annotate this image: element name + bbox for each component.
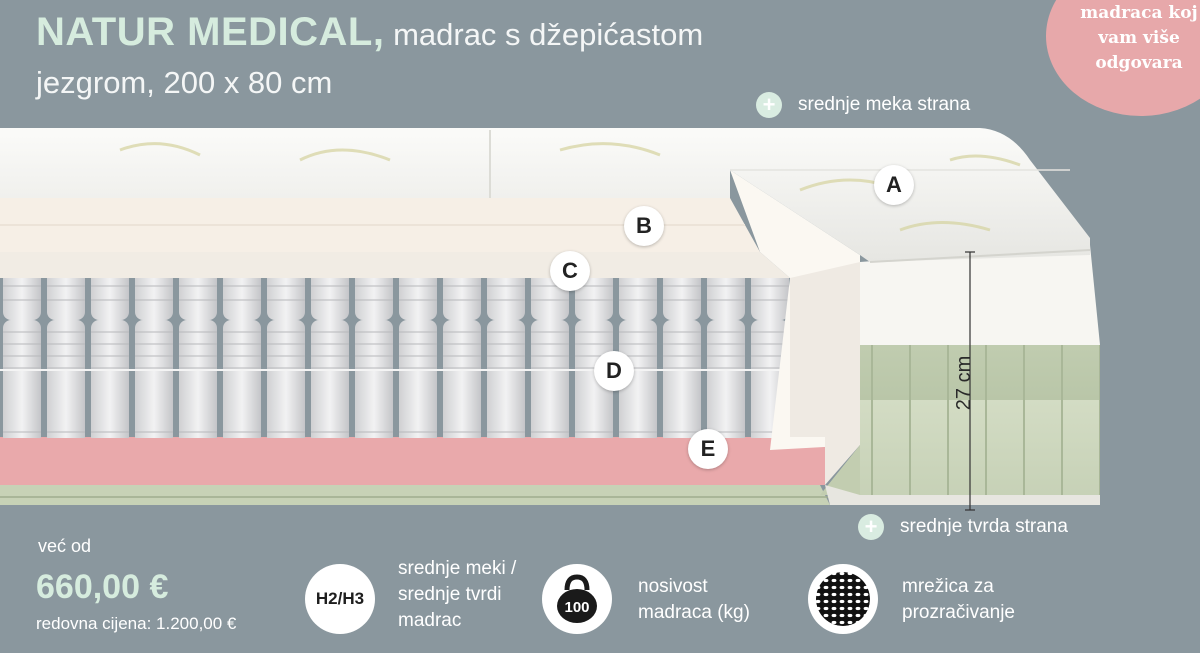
ventilation-description: mrežica za prozračivanje <box>902 574 1015 626</box>
soft-side-text: srednje meka strana <box>798 94 971 115</box>
load-value: 100 <box>564 599 589 616</box>
layer-marker-e[interactable]: E <box>688 429 728 469</box>
firmness-line-1: srednje meki / <box>398 558 517 579</box>
kettlebell-icon: 100 <box>542 564 612 634</box>
layer-marker-c[interactable]: C <box>550 251 590 291</box>
price-from-label: već od <box>38 536 92 556</box>
product-title-rest: madrac s džepićastom jezgrom, 200 x 80 c… <box>36 17 704 100</box>
firmness-icon: H2/H3 <box>305 564 375 634</box>
product-title: NATUR MEDICAL, madrac s džepićastom jezg… <box>36 8 736 107</box>
mesh-icon <box>808 564 878 634</box>
mesh-shape <box>816 572 870 626</box>
badge-line-2: vam više <box>1098 28 1180 48</box>
firmness-line-3: madrac <box>398 610 462 631</box>
firmness-description: srednje meki / srednje tvrdi madrac <box>398 556 516 634</box>
badge-line-1: madraca koj <box>1080 3 1198 23</box>
price-value: 660,00 € <box>36 568 169 606</box>
layer-marker-d[interactable]: D <box>594 351 634 391</box>
product-brand: NATUR MEDICAL, <box>36 10 385 54</box>
plus-icon: + <box>858 514 884 540</box>
load-description: nosivost madraca (kg) <box>638 574 750 626</box>
load-line-1: nosivost <box>638 576 708 597</box>
height-dimension-label: 27 cm <box>953 355 975 411</box>
ventilation-line-1: mrežica za <box>902 576 994 597</box>
firm-side-text: srednje tvrda strana <box>900 516 1068 537</box>
firm-side-label: + srednje tvrda strana <box>858 514 1068 540</box>
layer-marker-a[interactable]: A <box>874 165 914 205</box>
plus-icon: + <box>756 92 782 118</box>
badge-line-3: odgovara <box>1095 53 1183 73</box>
firmness-line-2: srednje tvrdi <box>398 584 502 605</box>
regular-price: redovna cijena: 1.200,00 € <box>36 614 237 633</box>
firmness-code: H2/H3 <box>315 589 365 608</box>
kettlebell-shape: 100 <box>557 574 597 623</box>
load-line-2: madraca (kg) <box>638 602 750 623</box>
layer-marker-b[interactable]: B <box>624 206 664 246</box>
ventilation-line-2: prozračivanje <box>902 602 1015 623</box>
soft-side-label: + srednje meka strana <box>756 92 970 118</box>
